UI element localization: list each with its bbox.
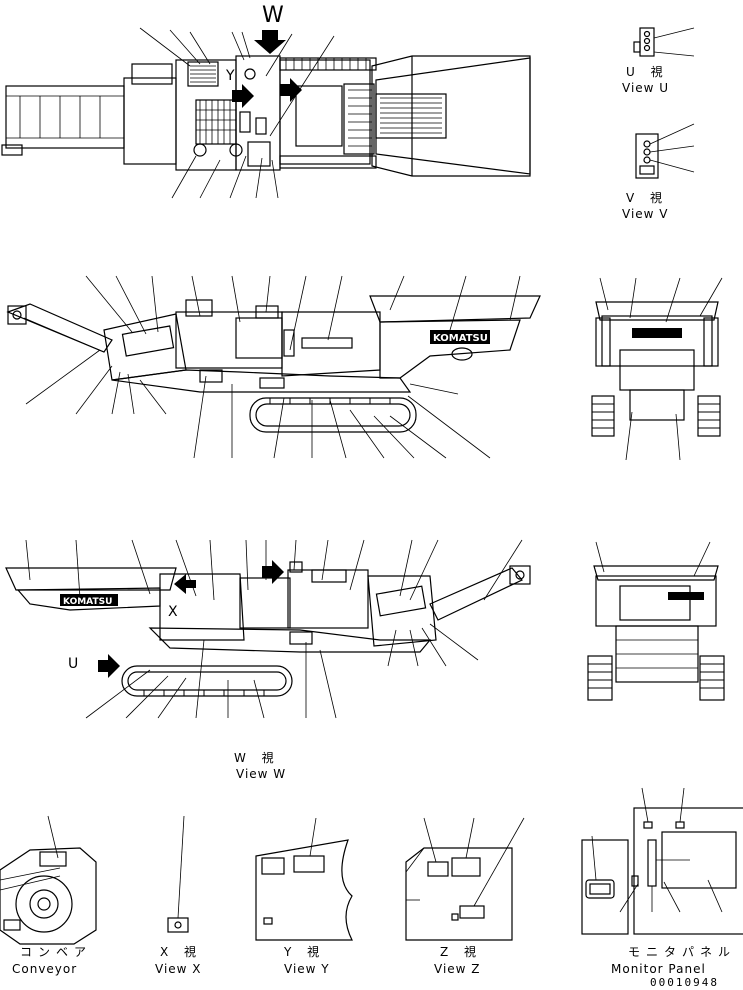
view-z-caption-en: View Z [434,962,481,976]
front-view-lower [587,541,725,701]
side-view-left: KOMATSU U X [5,539,531,719]
view-w-arrow-icon [254,30,286,54]
komatsu-logo [430,330,490,344]
top-plan-view: W Y [1,3,531,199]
komatsu-logo-text: KOMATSU [63,597,112,607]
monitor-panel-caption-en: Monitor Panel [611,962,706,976]
view-u-caption-jp: U 視 [626,64,669,79]
view-y-marker: Y [225,68,235,84]
view-x-marker: X [168,604,178,620]
view-w-marker: W [262,3,284,28]
drawing-number: 00010948 [650,976,719,989]
conveyor-caption-jp: コンベア [20,945,92,959]
view-u-caption-en: View U [622,81,669,95]
view-v-caption-jp: V 視 [626,190,668,205]
arrow-right-icon [280,78,302,102]
view-y: Y 視 View Y [255,817,353,976]
view-u-marker: U [68,656,78,672]
view-x-caption-jp: X 視 [160,944,202,959]
view-y-caption-jp: Y 視 [283,944,325,959]
view-x: X 視 View X [155,815,202,976]
conveyor-detail: コンベア Conveyor [0,815,97,976]
view-u: U 視 View U [622,27,695,95]
komatsu-logo-text: KOMATSU [433,333,488,344]
view-z: Z 視 View Z [405,817,525,976]
view-w-caption-en: View W [236,767,286,781]
view-w-caption-jp: W 視 [234,750,280,765]
view-z-caption-jp: Z 視 [440,944,482,959]
arrow-right-icon [232,84,254,108]
arrow-right-icon [98,654,120,678]
view-v-caption-en: View V [622,207,669,221]
front-view-upper [591,277,723,461]
monitor-panel-detail: モニタパネル Monitor Panel [581,787,743,976]
monitor-panel-caption-jp: モニタパネル [628,945,736,959]
view-v: V 視 View V [622,123,695,221]
side-view-right: KOMATSU [6,275,541,459]
view-x-caption-en: View X [155,962,202,976]
view-y-caption-en: View Y [284,962,330,976]
conveyor-caption-en: Conveyor [12,962,77,976]
arrow-left-icon [174,574,196,594]
arrow-right-icon [262,560,284,584]
